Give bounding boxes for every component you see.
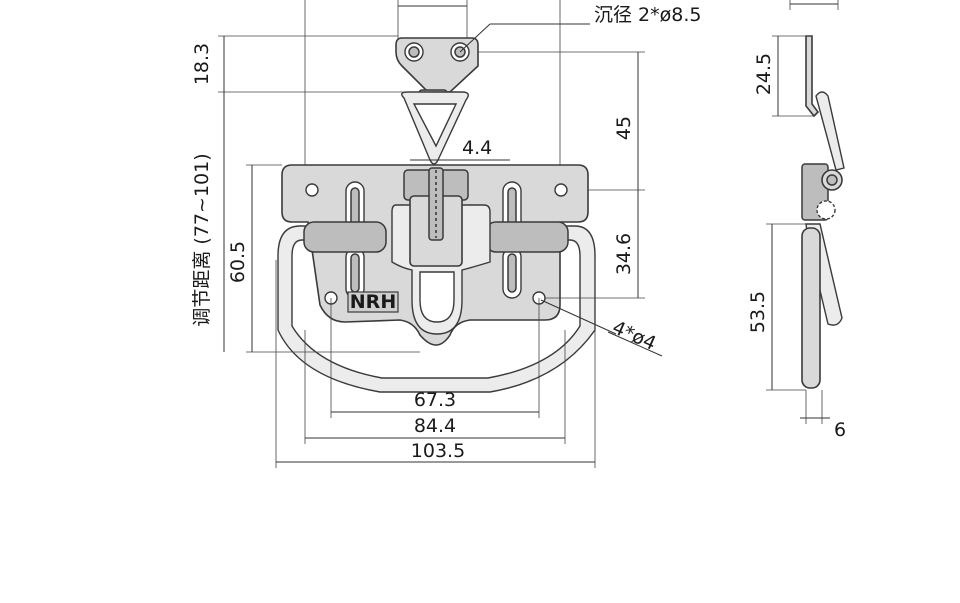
side-view: 24.5 53.5 6 [747, 0, 846, 441]
logo-text: NRH [350, 291, 396, 313]
adjust-range-label: 调节距离 (77~101) [191, 153, 213, 326]
dim-34-6: 34.6 [613, 233, 635, 275]
hole-note: 4*ø4 [609, 316, 659, 355]
dim-24-5: 24.5 [753, 53, 775, 95]
dim-18-3: 18.3 [191, 43, 213, 85]
dim-103-5: 103.5 [411, 440, 465, 462]
logo: NRH [347, 291, 399, 313]
dim-6: 6 [834, 419, 846, 441]
front-view: NRH 沉径 2*ø8.5 18.3 45 34.6 4.4 60.5 调节距离… [191, 0, 701, 468]
dim-53-5: 53.5 [747, 291, 769, 333]
countersink-note: 沉径 2*ø8.5 [594, 4, 701, 26]
dim-45: 45 [613, 116, 635, 140]
dim-67-3: 67.3 [414, 389, 456, 411]
side-lever [815, 91, 845, 171]
dim-4-4: 4.4 [462, 137, 492, 159]
dim-84-4: 84.4 [414, 415, 456, 437]
dim-60-5: 60.5 [227, 241, 249, 283]
